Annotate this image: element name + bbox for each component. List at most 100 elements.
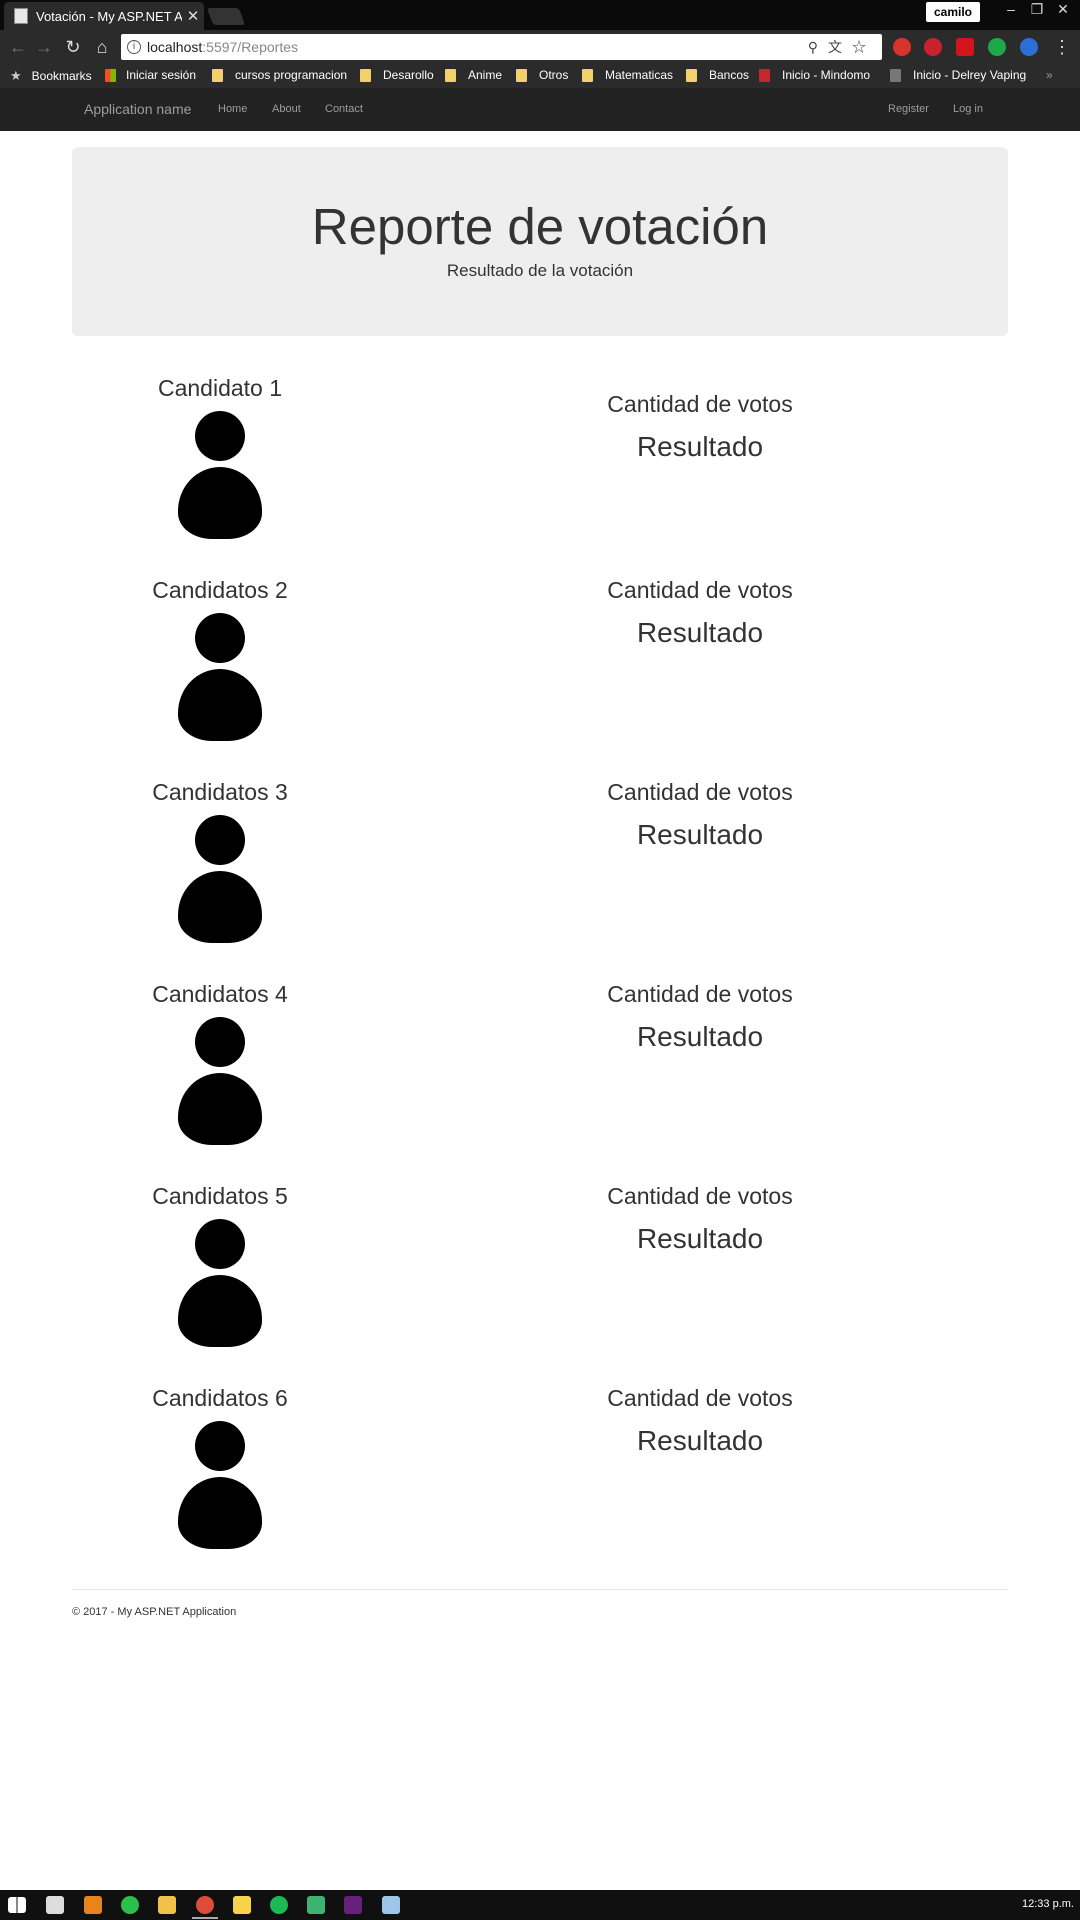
- forward-icon[interactable]: →: [35, 37, 53, 57]
- nav-contact[interactable]: Contact: [325, 103, 363, 115]
- folder-icon: [445, 68, 456, 82]
- zoom-icon[interactable]: ⚲: [807, 39, 828, 55]
- url-host: localhost: [147, 39, 203, 55]
- nav-login[interactable]: Log in: [953, 103, 983, 115]
- whatsapp-icon[interactable]: [121, 1896, 139, 1914]
- nav-register[interactable]: Register: [888, 103, 929, 115]
- taskbar-clock[interactable]: 12:33 p.m.: [1022, 1898, 1074, 1910]
- address-bar[interactable]: i localhost:5597/Reportes ⚲文☆: [121, 34, 882, 60]
- back-icon[interactable]: ←: [9, 37, 27, 57]
- votes-label: Cantidad de votos: [607, 1183, 793, 1209]
- extension-adblock-icon[interactable]: [893, 38, 911, 56]
- result-value: Resultado: [636, 1425, 764, 1456]
- folder-icon: [516, 68, 527, 82]
- nav-about[interactable]: About: [272, 103, 301, 115]
- votes-label: Cantidad de votos: [607, 1385, 793, 1411]
- tab-title: Votación - My ASP.NET A: [36, 8, 182, 24]
- site-navbar: Application name Home About Contact Regi…: [0, 88, 1080, 131]
- person-icon: [178, 1421, 262, 1549]
- extension-pinterest-icon[interactable]: [924, 38, 942, 56]
- result-value: Resultado: [636, 819, 764, 850]
- bookmark-item[interactable]: Inicio - Delrey Vaping: [890, 68, 1040, 82]
- file-explorer-icon[interactable]: [158, 1896, 176, 1914]
- minimize-icon[interactable]: –: [1007, 1, 1015, 17]
- bookmark-item[interactable]: Bancos: [686, 68, 749, 82]
- folder-icon: [582, 68, 593, 82]
- nav-home[interactable]: Home: [218, 103, 248, 115]
- candidate-name: Candidatos 6: [152, 1385, 288, 1411]
- sticky-notes-icon[interactable]: [233, 1896, 251, 1914]
- menu-icon[interactable]: ⋮: [1053, 37, 1071, 57]
- jumbotron: Reporte de votación Resultado de la vota…: [72, 147, 1008, 336]
- result-value: Resultado: [636, 1021, 764, 1052]
- restore-icon[interactable]: ❐: [1030, 1, 1044, 17]
- bookmark-item[interactable]: Anime: [445, 68, 502, 82]
- delrey-icon: [890, 68, 901, 82]
- extension-red-icon[interactable]: [956, 38, 974, 56]
- reload-icon[interactable]: ↻: [65, 37, 81, 57]
- extension-green-icon[interactable]: [988, 38, 1006, 56]
- bookmark-item[interactable]: cursos programacion: [212, 68, 347, 82]
- folder-icon: [360, 68, 371, 82]
- translate-icon[interactable]: 文: [828, 39, 852, 55]
- bookmark-star-icon[interactable]: ☆: [852, 39, 876, 55]
- result-value: Resultado: [636, 431, 764, 462]
- url-path: :5597/Reportes: [202, 39, 298, 55]
- page-favicon-icon: [14, 8, 28, 24]
- result-value: Resultado: [636, 617, 764, 648]
- close-tab-icon[interactable]: ✕: [186, 8, 200, 25]
- candidate-name: Candidato 1: [157, 375, 283, 401]
- folder-icon: [686, 68, 697, 82]
- bookmark-item[interactable]: Otros: [516, 68, 568, 82]
- votes-label: Cantidad de votos: [607, 577, 793, 603]
- site-info-icon[interactable]: i: [127, 40, 141, 54]
- mindomo-icon: [759, 68, 770, 82]
- candidate-name: Candidatos 4: [152, 981, 288, 1007]
- windows-start-icon[interactable]: [8, 1897, 26, 1913]
- votes-label: Cantidad de votos: [607, 981, 793, 1007]
- bookmarks-bar: ★Bookmarks Iniciar sesión cursos program…: [0, 64, 1080, 88]
- result-value: Resultado: [636, 1223, 764, 1254]
- bookmark-item[interactable]: Desarollo: [360, 68, 434, 82]
- bookmark-item[interactable]: Iniciar sesión: [105, 68, 196, 82]
- person-icon: [178, 613, 262, 741]
- person-icon: [178, 1219, 262, 1347]
- more-bookmarks-icon[interactable]: »: [1046, 68, 1053, 82]
- window-controls: – ❐ ✕: [998, 0, 1076, 20]
- page-title: Reporte de votación: [311, 198, 769, 255]
- footer-divider: [72, 1589, 1008, 1590]
- person-icon: [178, 1017, 262, 1145]
- store-icon[interactable]: [46, 1896, 64, 1914]
- bookmark-item[interactable]: Matematicas: [582, 68, 673, 82]
- address-bar-actions: ⚲文☆: [808, 34, 876, 60]
- chrome-icon[interactable]: [196, 1896, 214, 1914]
- android-studio-icon[interactable]: [307, 1896, 325, 1914]
- candidate-name: Candidatos 3: [152, 779, 288, 805]
- visual-studio-icon[interactable]: [344, 1896, 362, 1914]
- page-subtitle: Resultado de la votación: [446, 261, 634, 280]
- extension-blue-icon[interactable]: [1020, 38, 1038, 56]
- new-tab-button[interactable]: [206, 8, 246, 25]
- brand-link[interactable]: Application name: [84, 101, 192, 117]
- candidate-name: Candidatos 5: [152, 1183, 288, 1209]
- person-icon: [178, 815, 262, 943]
- votes-label: Cantidad de votos: [607, 779, 793, 805]
- spotify-icon[interactable]: [270, 1896, 288, 1914]
- folder-icon: [212, 68, 223, 82]
- close-window-icon[interactable]: ✕: [1057, 1, 1069, 17]
- bookmark-item[interactable]: ★Bookmarks: [10, 68, 92, 83]
- candidate-name: Candidatos 2: [152, 577, 288, 603]
- browser-titlebar: Votación - My ASP.NET A ✕ camilo – ❐ ✕: [0, 0, 1080, 30]
- bookmark-item[interactable]: Inicio - Mindomo: [759, 68, 870, 82]
- browser-toolbar: ← → ↻ ⌂ i localhost:5597/Reportes ⚲文☆ ⋮: [0, 30, 1080, 64]
- profile-button[interactable]: camilo: [925, 2, 980, 22]
- person-icon: [178, 411, 262, 539]
- votes-label: Cantidad de votos: [607, 391, 793, 417]
- notepad-icon[interactable]: [382, 1896, 400, 1914]
- home-icon[interactable]: ⌂: [96, 37, 108, 57]
- star-icon: ★: [10, 68, 22, 83]
- browser-tab[interactable]: Votación - My ASP.NET A ✕: [4, 2, 204, 30]
- active-app-indicator: [192, 1917, 218, 1919]
- microsoft-icon: [105, 68, 116, 82]
- sublime-text-icon[interactable]: [84, 1896, 102, 1914]
